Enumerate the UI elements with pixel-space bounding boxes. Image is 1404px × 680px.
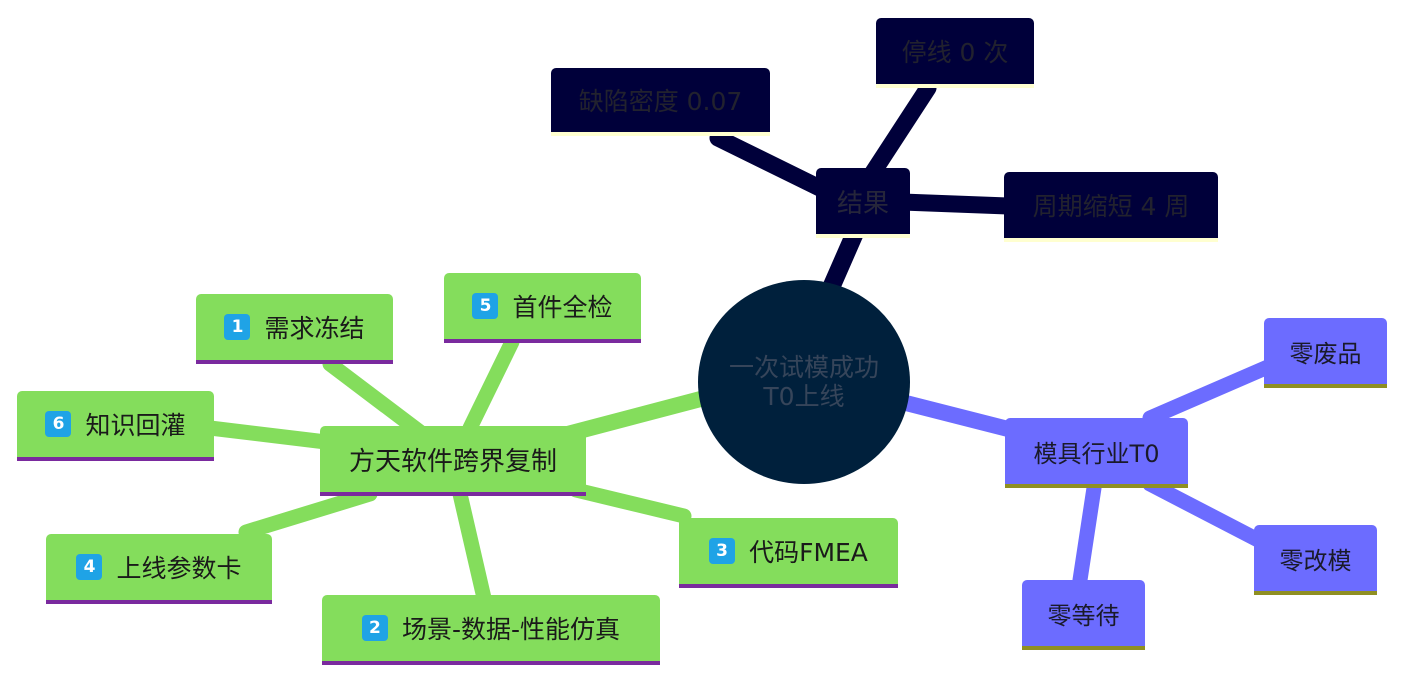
step-requirement-freeze-node[interactable]: 1 需求冻结 (196, 294, 393, 364)
edge-fangtian-code-fmea (568, 482, 692, 524)
result-cycle-shortened-label: 周期缩短 4 周 (1032, 192, 1190, 221)
step-2-badge: 2 (361, 615, 388, 641)
mold-zero-scrap-node[interactable]: 零废品 (1264, 318, 1387, 388)
result-line-stop-node[interactable]: 停线 0 次 (876, 18, 1034, 88)
step-3-badge: 3 (709, 538, 736, 564)
mold-zero-rework-node[interactable]: 零改模 (1254, 525, 1377, 595)
results-hub-label: 结果 (836, 188, 889, 219)
edge-mold-zero-wait (1072, 480, 1102, 588)
root-node[interactable]: 一次试模成功 T0上线 (698, 280, 910, 484)
edge-fangtian-first-article (462, 334, 520, 436)
result-cycle-shortened-node[interactable]: 周期缩短 4 周 (1004, 172, 1218, 242)
fangtian-hub-node[interactable]: 方天软件跨界复制 (320, 426, 586, 496)
result-defect-density-node[interactable]: 缺陷密度 0.07 (551, 68, 770, 136)
step-knowledge-feedback-node[interactable]: 6 知识回灌 (17, 391, 214, 461)
step-param-card-label: 上线参数卡 (116, 554, 242, 583)
mold-zero-scrap-label: 零废品 (1289, 339, 1362, 368)
edge-fangtian-simulation (452, 486, 492, 606)
step-5-badge: 5 (472, 293, 499, 319)
edge-root-mold (894, 394, 1020, 438)
edge-mold-zero-scrap (1142, 358, 1278, 426)
step-4-badge: 4 (76, 554, 103, 580)
step-6-badge: 6 (45, 411, 72, 437)
step-code-fmea-node[interactable]: 3 代码FMEA (679, 518, 898, 588)
mold-hub-node[interactable]: 模具行业T0 (1005, 418, 1188, 488)
step-code-fmea-label: 代码FMEA (749, 538, 868, 567)
mold-zero-wait-label: 零等待 (1047, 601, 1120, 630)
edge-fangtian-knowledge (202, 420, 334, 450)
step-knowledge-feedback-label: 知识回灌 (85, 411, 186, 440)
fangtian-hub-label: 方天软件跨界复制 (348, 446, 557, 477)
step-param-card-node[interactable]: 4 上线参数卡 (46, 534, 272, 604)
step-simulation-label: 场景-数据-性能仿真 (401, 615, 621, 644)
mold-zero-wait-node[interactable]: 零等待 (1022, 580, 1145, 650)
edge-fangtian-requirement-freeze (322, 356, 428, 440)
result-line-stop-label: 停线 0 次 (901, 38, 1009, 67)
result-defect-density-label: 缺陷密度 0.07 (578, 87, 743, 116)
step-first-article-label: 首件全检 (512, 293, 613, 322)
edge-results-line-stop (859, 79, 937, 189)
edge-mold-zero-rework (1142, 476, 1266, 548)
step-1-badge: 1 (224, 314, 251, 340)
step-first-article-node[interactable]: 5 首件全检 (444, 273, 641, 343)
step-simulation-node[interactable]: 2 场景-数据-性能仿真 (322, 595, 660, 665)
root-title-line2: T0上线 (763, 382, 845, 411)
mold-zero-rework-label: 零改模 (1279, 546, 1352, 575)
edge-fangtian-param-card (238, 486, 378, 540)
mold-hub-label: 模具行业T0 (1033, 439, 1160, 468)
step-requirement-freeze-label: 需求冻结 (264, 314, 365, 343)
edge-results-cycle (893, 193, 1017, 215)
results-hub-node[interactable]: 结果 (816, 168, 910, 238)
root-title-line1: 一次试模成功 (728, 353, 879, 382)
